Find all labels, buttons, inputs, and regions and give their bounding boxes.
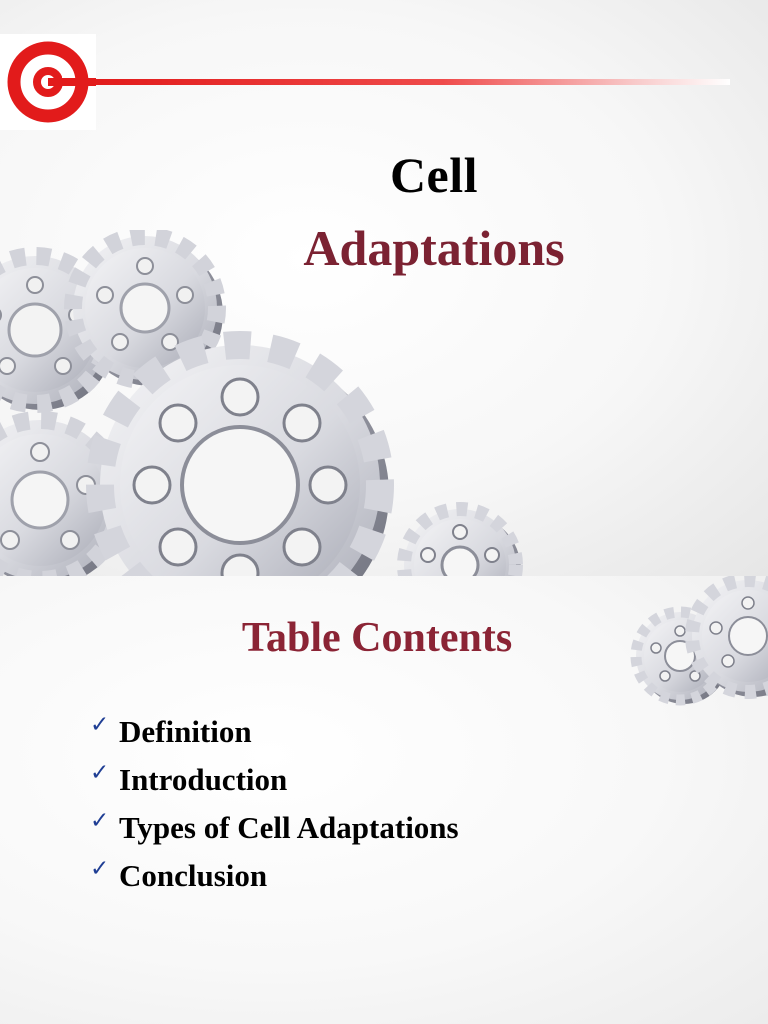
list-item-label: Introduction	[119, 762, 288, 797]
list-item-label: Definition	[119, 714, 252, 749]
checkmark-icon: ✓	[90, 760, 110, 786]
list-item-label: Types of Cell Adaptations	[119, 810, 459, 845]
slide-title-line2: Adaptations	[303, 220, 565, 276]
gears-icon	[0, 230, 523, 576]
list-item: ✓ Conclusion	[90, 858, 459, 906]
list-item: ✓ Introduction	[90, 762, 459, 810]
list-item: ✓ Definition	[90, 714, 459, 762]
checkmark-icon: ✓	[90, 856, 110, 882]
list-item-label: Conclusion	[119, 858, 268, 893]
checkmark-icon: ✓	[90, 712, 110, 738]
contents-slide: Table Contents ✓ Definition ✓ Introducti…	[0, 576, 768, 1024]
red-c-logo-icon	[7, 41, 96, 123]
toc-list: ✓ Definition ✓ Introduction ✓ Types of C…	[90, 714, 459, 906]
checkmark-icon: ✓	[90, 808, 110, 834]
header-rule	[92, 79, 730, 85]
slide-title-line1: Cell	[389, 147, 479, 203]
list-item: ✓ Types of Cell Adaptations	[90, 810, 459, 858]
gears-icon	[630, 576, 768, 706]
company-logo	[0, 34, 96, 130]
toc-title: Table Contents	[241, 615, 513, 661]
title-slide: Cell Adaptations	[0, 0, 768, 576]
